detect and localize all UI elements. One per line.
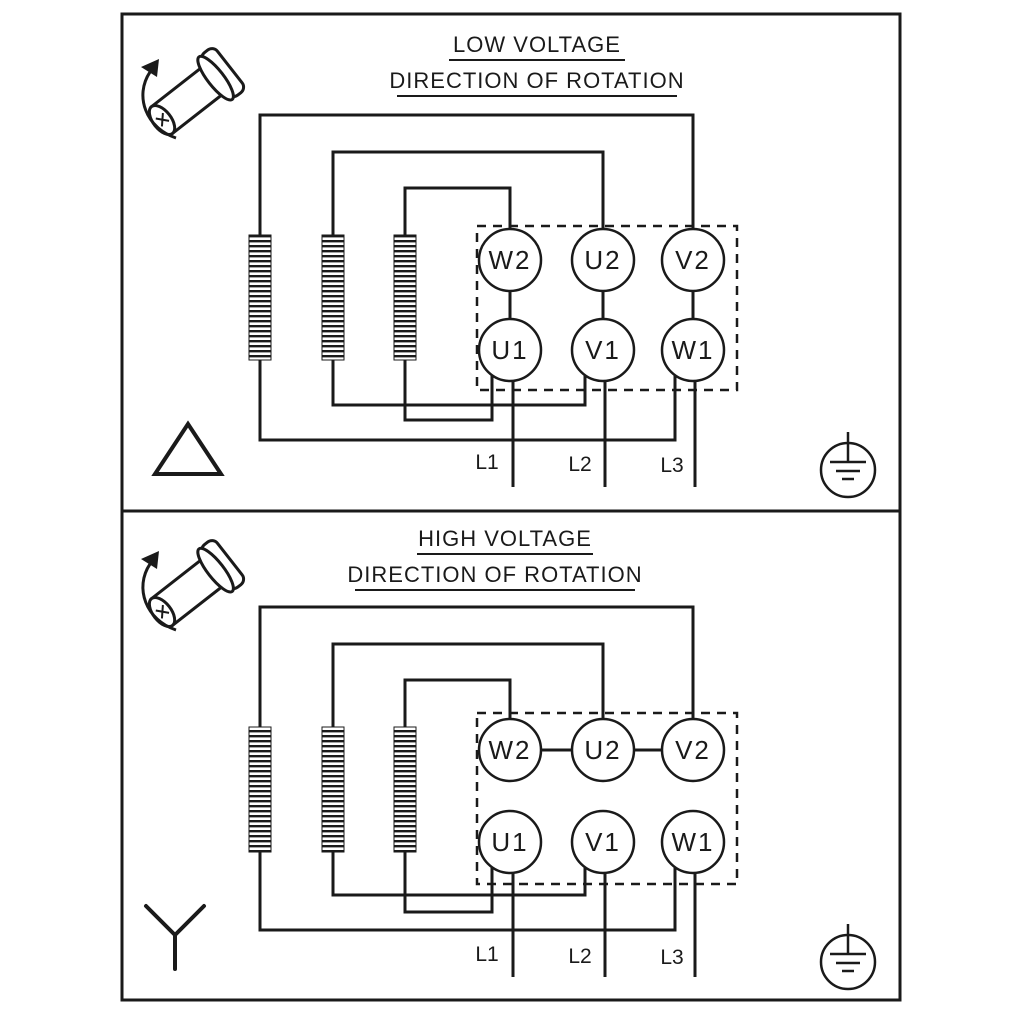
terminal-label: W2 — [489, 245, 532, 275]
motor-shaft-rotation-arrow-icon — [141, 539, 246, 632]
terminal-box-outline — [475, 711, 739, 886]
supply-label-l2: L2 — [568, 453, 591, 476]
panel-border — [120, 509, 902, 1002]
terminal-label: U1 — [491, 335, 528, 365]
star-connection-symbol-icon — [144, 904, 206, 971]
motor-shaft-rotation-arrow-icon — [141, 47, 246, 140]
winding-wires — [258, 605, 697, 977]
terminal-label: W1 — [672, 827, 715, 857]
stator-coils — [248, 232, 417, 364]
coil-icon — [321, 726, 345, 853]
supply-label-l1: L1 — [475, 943, 498, 966]
panel-title: LOW VOLTAGE — [453, 32, 621, 57]
terminal-label: V2 — [675, 735, 711, 765]
coil-icon — [393, 234, 417, 361]
terminal-label: U1 — [491, 827, 528, 857]
supply-label-l1: L1 — [475, 451, 498, 474]
panel-high-voltage: HIGH VOLTAGE DIRECTION OF ROTATION — [120, 509, 902, 1002]
terminal-label: W2 — [489, 735, 532, 765]
coil-icon — [248, 234, 272, 361]
supply-label-l3: L3 — [660, 454, 683, 477]
coil-icon — [321, 234, 345, 361]
supply-label-l3: L3 — [660, 946, 683, 969]
terminal-label: U2 — [584, 735, 621, 765]
terminal-label: V1 — [585, 335, 621, 365]
protective-earth-ground-icon — [819, 924, 877, 991]
supply-label-l2: L2 — [568, 945, 591, 968]
delta-connection-symbol-icon — [151, 420, 225, 476]
panel-subtitle: DIRECTION OF ROTATION — [347, 562, 642, 587]
stator-coils — [248, 724, 417, 856]
coil-icon — [393, 726, 417, 853]
terminal-box-outline — [475, 224, 739, 392]
terminals: W2 U2 V2 U1 V1 W1 — [477, 717, 726, 875]
terminal-label: W1 — [672, 335, 715, 365]
panel-subtitle: DIRECTION OF ROTATION — [389, 68, 684, 93]
terminal-label: U2 — [584, 245, 621, 275]
terminal-label: V2 — [675, 245, 711, 275]
coil-icon — [248, 726, 272, 853]
panel-title: HIGH VOLTAGE — [418, 526, 592, 551]
protective-earth-ground-icon — [819, 432, 877, 499]
panel-low-voltage: LOW VOLTAGE DIRECTION OF ROTATION — [120, 12, 902, 513]
terminals: W2 U2 V2 U1 V1 W1 — [477, 227, 726, 383]
winding-wires — [258, 113, 697, 487]
terminal-label: V1 — [585, 827, 621, 857]
